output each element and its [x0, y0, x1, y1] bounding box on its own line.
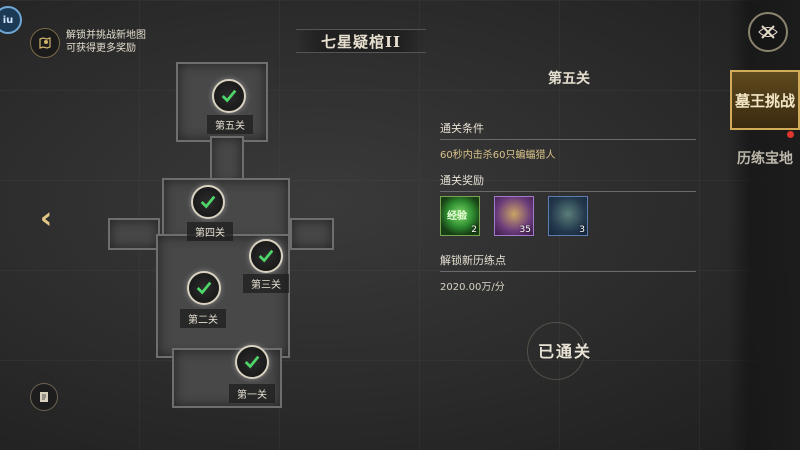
unlock-tip-line-1: 解锁并挑战新地图 — [66, 30, 146, 41]
unlock-heading: 解锁新历练点 — [440, 252, 696, 272]
reward-item-exp[interactable]: 经验 2 — [440, 196, 480, 236]
reward-count: 3 — [579, 225, 585, 235]
unlock-rate: 2020.00万/分 — [440, 282, 505, 293]
unlock-section: 解锁新历练点 2020.00万/分 — [440, 252, 696, 293]
checkmark-icon — [244, 355, 260, 369]
stage-node-1[interactable] — [235, 345, 269, 379]
condition-heading: 通关条件 — [440, 120, 696, 140]
game-logo-icon: iu — [0, 6, 22, 34]
stage-label-2: 第二关 — [180, 309, 226, 328]
reward-list: 经验 2 35 3 — [440, 196, 588, 236]
stage-node-5[interactable] — [212, 79, 246, 113]
scroll-button[interactable] — [30, 383, 58, 411]
stage-label-3: 第三关 — [243, 274, 289, 293]
stage-label-5: 第五关 — [207, 115, 253, 134]
stage-node-2[interactable] — [187, 271, 221, 305]
reward-heading: 通关奖励 — [440, 172, 696, 192]
unlock-tip[interactable]: 解锁并挑战新地图 可获得更多奖励 — [30, 28, 146, 58]
map-title: 七星疑棺II — [296, 29, 426, 53]
reward-name: 经验 — [447, 211, 467, 222]
reward-item-chest[interactable]: 35 — [494, 196, 534, 236]
condition-text: 60秒内击杀60只蝙蝠猎人 — [440, 150, 556, 161]
condition-section: 通关条件 60秒内击杀60只蝙蝠猎人 — [440, 120, 696, 161]
checkmark-icon — [258, 249, 274, 263]
cleared-status: 已通关 — [505, 322, 625, 380]
stage-node-4[interactable] — [191, 185, 225, 219]
map-pin-icon — [30, 28, 60, 58]
back-button[interactable]: ‹ — [32, 204, 60, 234]
notification-dot — [787, 131, 794, 138]
seal-decoration — [527, 322, 585, 380]
close-icon — [758, 25, 778, 39]
close-button[interactable] — [748, 12, 788, 52]
unlock-tip-line-2: 可获得更多奖励 — [66, 43, 136, 54]
reward-item-gear[interactable]: 3 — [548, 196, 588, 236]
tab-tomb-challenge[interactable]: 墓王挑战 — [730, 70, 800, 130]
stage-title: 第五关 — [548, 71, 590, 87]
reward-section: 通关奖励 — [440, 172, 696, 192]
stage-label-4: 第四关 — [187, 222, 233, 241]
stage-label-1: 第一关 — [229, 384, 275, 403]
dungeon-map: 第五关 第四关 第三关 第二关 第一关 — [106, 58, 334, 420]
stage-node-3[interactable] — [249, 239, 283, 273]
checkmark-icon — [196, 281, 212, 295]
reward-count: 2 — [471, 225, 477, 235]
checkmark-icon — [221, 89, 237, 103]
right-tab-bar — [728, 0, 800, 450]
map-wing-left — [108, 218, 160, 250]
checkmark-icon — [200, 195, 216, 209]
tab-training-ground[interactable]: 历练宝地 — [737, 151, 793, 167]
cleared-text: 已通关 — [537, 342, 592, 361]
map-wing-right — [290, 218, 334, 250]
chevron-left-icon: ‹ — [39, 201, 53, 236]
scroll-icon — [40, 392, 48, 402]
reward-count: 35 — [519, 225, 531, 235]
